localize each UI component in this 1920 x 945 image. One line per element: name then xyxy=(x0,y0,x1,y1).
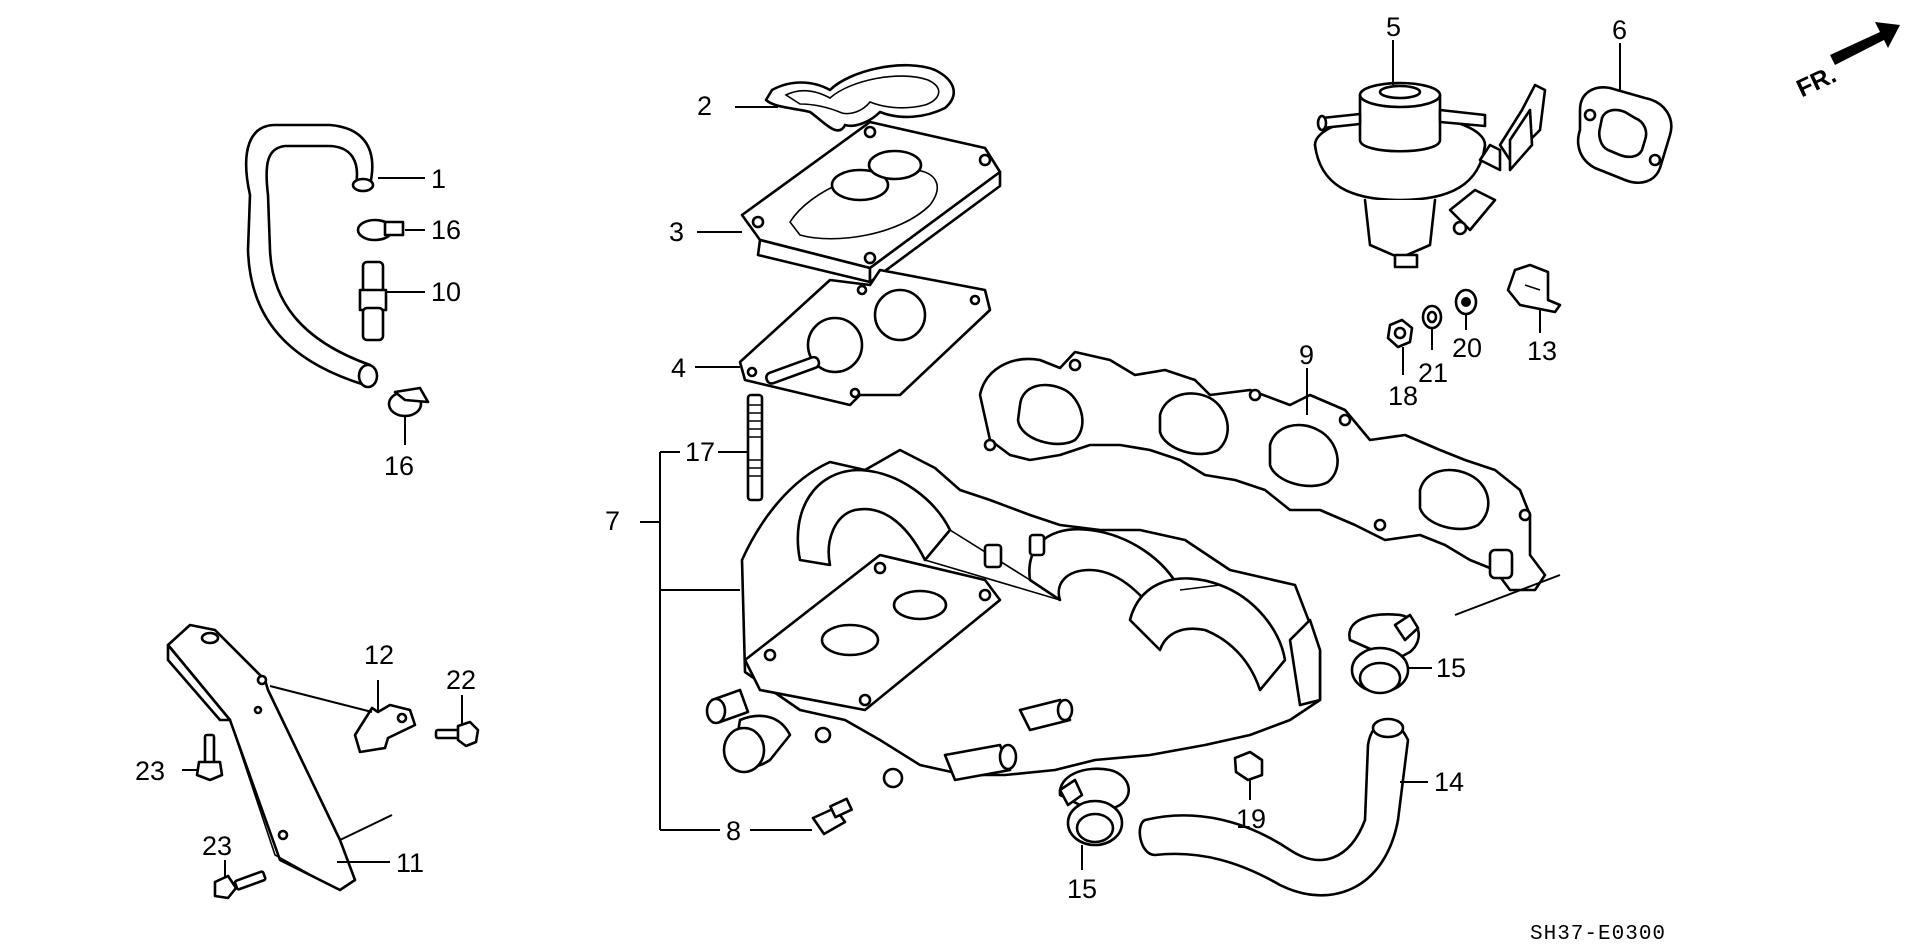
bolt-22 xyxy=(434,720,480,748)
clip-bracket-12 xyxy=(353,703,417,754)
callout-1: 1 xyxy=(431,164,446,194)
gasket-4 xyxy=(738,268,992,407)
insulator-spacer-3 xyxy=(740,120,1002,284)
callout-8: 8 xyxy=(726,816,741,846)
nut-18 xyxy=(1386,318,1414,349)
leader-11-b xyxy=(339,814,393,841)
gasket-2 xyxy=(764,63,955,132)
nut-19 xyxy=(1233,750,1264,782)
callout-6: 6 xyxy=(1612,15,1627,45)
callout-23-upper: 23 xyxy=(135,756,165,786)
callout-15-right: 15 xyxy=(1436,653,1466,683)
callout-16-lower: 16 xyxy=(384,451,414,481)
fuel-pump-5 xyxy=(1313,81,1547,269)
diagram-code: SH37-E0300 xyxy=(1530,923,1666,945)
callout-12: 12 xyxy=(364,640,394,670)
callout-7: 7 xyxy=(605,506,620,536)
breather-hose-1 xyxy=(244,123,379,389)
callout-23-lower: 23 xyxy=(202,831,232,861)
callout-5: 5 xyxy=(1386,12,1401,42)
callout-17: 17 xyxy=(685,437,715,467)
callout-9: 9 xyxy=(1299,340,1314,370)
leader-9-b xyxy=(1454,574,1561,616)
callout-21: 21 xyxy=(1418,358,1448,388)
bracket-13 xyxy=(1506,263,1562,314)
leader-12-b xyxy=(269,685,373,713)
callout-18: 18 xyxy=(1388,381,1418,411)
hose-clamp-16-lower xyxy=(387,386,430,445)
hose-clamp-15-lower xyxy=(1058,767,1130,847)
hose-clamp-15-right xyxy=(1348,613,1420,695)
water-hose-14 xyxy=(1138,717,1410,897)
intake-manifold-gasket-9 xyxy=(978,350,1547,592)
callout-16-upper: 16 xyxy=(431,215,461,245)
washer-21 xyxy=(1421,304,1443,330)
washer-20 xyxy=(1454,288,1478,316)
callout-3: 3 xyxy=(669,217,684,247)
callout-14: 14 xyxy=(1434,767,1464,797)
hose-clamp-16-upper xyxy=(356,218,405,242)
intake-manifold-7 xyxy=(705,448,1322,789)
callout-10: 10 xyxy=(431,277,461,307)
callout-bracket-7 xyxy=(640,451,740,831)
bolt-23-upper xyxy=(195,733,224,782)
bolt-23-lower xyxy=(213,870,267,900)
callout-13: 13 xyxy=(1527,336,1557,366)
callout-22: 22 xyxy=(446,665,476,695)
callout-2: 2 xyxy=(697,91,712,121)
front-direction-arrow xyxy=(1830,22,1900,65)
pcv-valve-10 xyxy=(358,260,388,342)
callout-11: 11 xyxy=(396,848,424,878)
callout-4: 4 xyxy=(671,353,686,383)
callout-19: 19 xyxy=(1236,804,1266,834)
bolt-8 xyxy=(811,797,853,836)
manifold-bracket-11 xyxy=(166,623,357,892)
front-direction-label: FR. xyxy=(1792,61,1840,103)
callout-20: 20 xyxy=(1452,333,1482,363)
callout-15-lower: 15 xyxy=(1067,874,1097,904)
fuel-pump-gasket-6 xyxy=(1576,86,1673,184)
stud-bolt-17 xyxy=(746,393,764,502)
